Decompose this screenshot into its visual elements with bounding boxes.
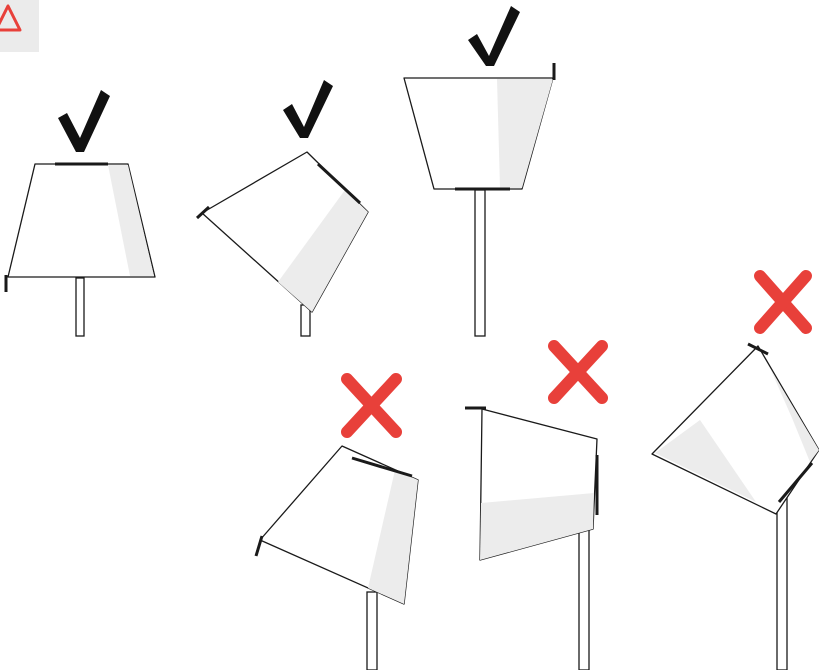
shade-inner-highlight <box>655 420 756 502</box>
warning-triangle-icon <box>0 4 22 32</box>
shade-rim <box>351 456 413 478</box>
lamp-inverted-correct <box>403 6 556 337</box>
cross-mark-icon <box>341 373 402 438</box>
lamp-pole <box>474 189 486 337</box>
lamp-pole <box>578 525 590 670</box>
lamp-downward-tilt-incorrect <box>651 270 819 670</box>
shade-inner-highlight <box>497 79 553 188</box>
shade-inner-highlight <box>108 165 154 276</box>
shade-inner-highlight <box>770 368 819 462</box>
lamp-pole <box>75 277 85 337</box>
shade-rim <box>777 462 814 503</box>
lamp-steep-tilt-incorrect <box>254 373 419 670</box>
shade-clip <box>747 342 769 356</box>
lamp-shade <box>651 345 819 515</box>
shade-inner-highlight <box>368 470 418 604</box>
shade-clip <box>195 205 211 220</box>
lamp-pole <box>366 591 378 670</box>
check-mark-icon <box>283 80 333 138</box>
cross-mark-icon <box>548 340 608 404</box>
shade-inner-highlight <box>480 493 594 560</box>
lamp-slight-tilt-correct <box>195 80 369 337</box>
shade-inner-highlight <box>278 190 368 312</box>
shade-clip <box>254 535 264 557</box>
lamp-pole <box>776 491 788 670</box>
check-mark-icon <box>58 90 110 152</box>
lamp-upright-correct <box>4 90 156 337</box>
shade-rim <box>316 162 362 205</box>
lamp-sideways-incorrect <box>465 340 608 670</box>
check-mark-icon <box>468 6 520 66</box>
cross-mark-icon <box>754 270 812 334</box>
warning-tile <box>0 0 39 52</box>
